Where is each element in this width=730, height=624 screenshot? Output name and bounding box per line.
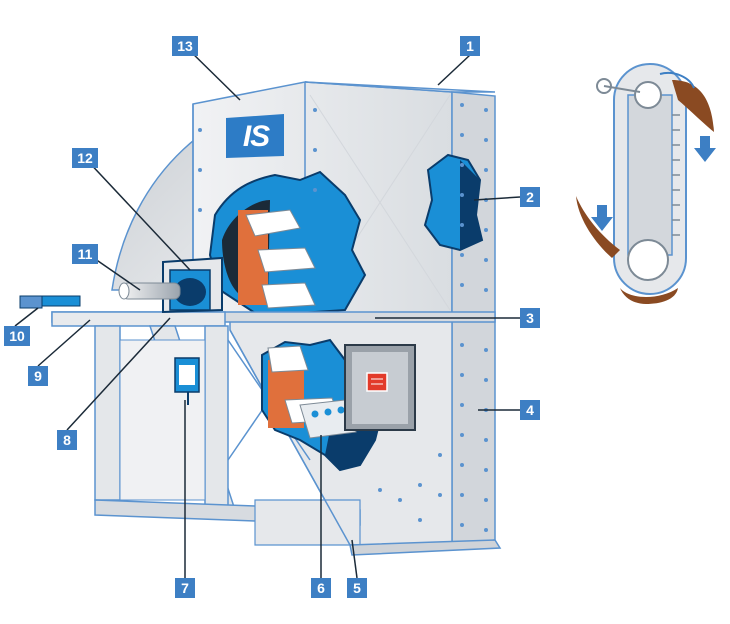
support-frame bbox=[94, 325, 502, 556]
bolt-rows bbox=[198, 103, 488, 532]
upper-cutaway bbox=[208, 170, 367, 314]
leader-lines bbox=[14, 45, 521, 579]
callout-9: 9 bbox=[28, 366, 48, 386]
callout-10: 10 bbox=[4, 326, 30, 346]
callout-5: 5 bbox=[347, 578, 367, 598]
inspection-window bbox=[344, 344, 416, 431]
drive-unit bbox=[19, 256, 223, 314]
callout-1: 1 bbox=[460, 36, 480, 56]
inspection-door-cutaway bbox=[423, 153, 484, 252]
flow-schematic bbox=[576, 63, 716, 304]
lower-cutaway bbox=[261, 338, 382, 472]
logo-badge bbox=[226, 114, 284, 158]
callout-8: 8 bbox=[57, 430, 77, 450]
drive-platform bbox=[51, 311, 226, 327]
callout-4: 4 bbox=[520, 400, 540, 420]
callout-11: 11 bbox=[72, 244, 98, 264]
control-box bbox=[174, 357, 200, 405]
callout-12: 12 bbox=[72, 148, 98, 168]
callout-13: 13 bbox=[172, 36, 198, 56]
callout-6: 6 bbox=[311, 578, 331, 598]
callout-3: 3 bbox=[520, 308, 540, 328]
callout-7: 7 bbox=[175, 578, 195, 598]
callout-2: 2 bbox=[520, 187, 540, 207]
brand-logo: IS bbox=[242, 120, 270, 153]
